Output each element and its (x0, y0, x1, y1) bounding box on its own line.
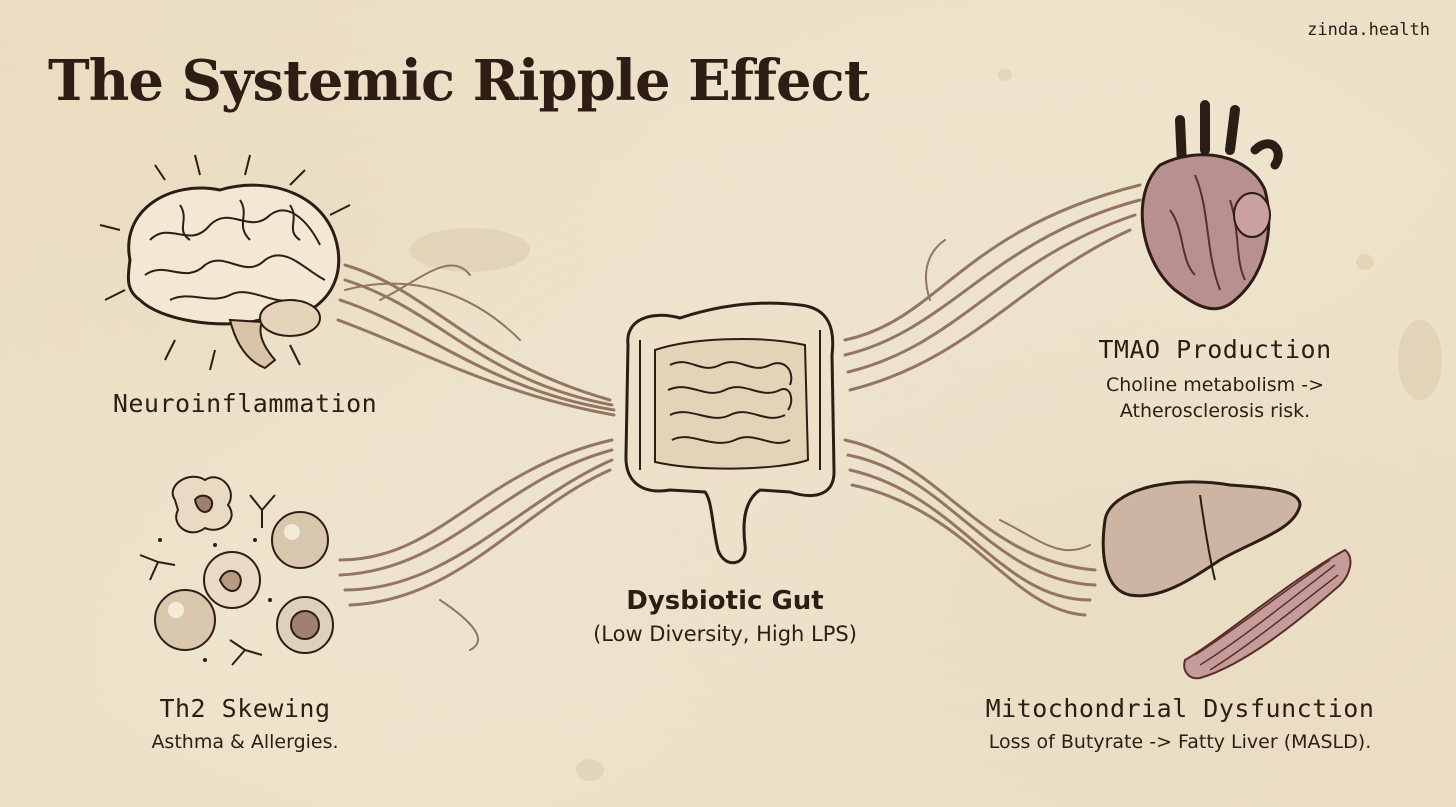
center-sublabel: (Low Diversity, High LPS) (593, 622, 857, 646)
gut-illustration (624, 301, 836, 565)
nerve-bundles (336, 183, 1142, 651)
brand-label: zinda.health (1307, 20, 1430, 40)
center-label-group: Dysbiotic Gut (Low Diversity, High LPS) (540, 586, 910, 646)
paper-stains (410, 69, 1442, 781)
heart-label-group: TMAO Production Choline metabolism -> At… (1040, 335, 1390, 424)
immune-label: Th2 Skewing (159, 694, 331, 723)
heart-illustration (1140, 100, 1283, 311)
liver-muscle-illustration (1101, 480, 1352, 680)
immune-cells-illustration (139, 475, 334, 666)
center-label: Dysbiotic Gut (626, 586, 824, 616)
heart-label: TMAO Production (1098, 335, 1332, 364)
heart-sublabel-line1: Choline metabolism -> (1105, 374, 1325, 396)
page-title: The Systemic Ripple Effect (48, 48, 870, 114)
heart-sublabel-line2: Atherosclerosis risk. (1119, 400, 1311, 422)
liver-label: Mitochondrial Dysfunction (985, 694, 1375, 723)
liver-sublabel: Loss of Butyrate -> Fatty Liver (MASLD). (988, 731, 1372, 753)
liver-label-group: Mitochondrial Dysfunction Loss of Butyra… (940, 694, 1420, 755)
brain-illustration (99, 154, 351, 371)
brain-label: Neuroinflammation (112, 389, 378, 418)
immune-label-group: Th2 Skewing Asthma & Allergies. (60, 694, 430, 755)
immune-sublabel: Asthma & Allergies. (151, 731, 339, 753)
